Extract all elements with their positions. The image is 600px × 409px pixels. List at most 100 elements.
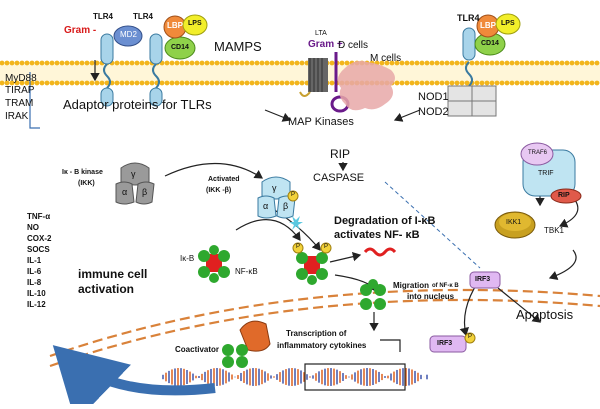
membrane-lipid-head xyxy=(144,80,150,86)
label-migration-2: into nucleus xyxy=(407,292,455,301)
membrane-lipid-head xyxy=(99,80,105,86)
membrane-lipid-head xyxy=(379,60,385,66)
tlr4-receptor-left-b xyxy=(149,33,163,107)
membrane-lipid-head xyxy=(404,80,410,86)
membrane-lipid-head xyxy=(554,60,560,66)
membrane-lipid-head xyxy=(564,80,570,86)
membrane-lipid-head xyxy=(49,80,55,86)
label-nod2: NOD2 xyxy=(418,106,449,118)
lps-molecule xyxy=(182,14,208,36)
membrane-lipid-head xyxy=(274,80,280,86)
membrane-lipid-head xyxy=(594,60,600,66)
membrane-lipid-head xyxy=(179,80,185,86)
label-beta-active: β xyxy=(283,201,289,211)
dna-helix xyxy=(162,368,428,386)
label-map-kinases: MAP Kinases xyxy=(288,116,354,128)
gene-box xyxy=(304,363,406,391)
adaptor-tirap: TIRAP xyxy=(5,85,35,96)
arrow-ikk-activate xyxy=(164,162,263,179)
membrane-lipid-head xyxy=(384,60,390,66)
label-tlr4-left-b: TLR4 xyxy=(133,12,153,21)
label-m-cells: M cells xyxy=(370,53,402,64)
label-transcription-1: Transcription of xyxy=(286,329,347,338)
membrane-lipid-head xyxy=(299,80,305,86)
membrane-lipid-head xyxy=(569,80,575,86)
membrane-lipid-head xyxy=(409,80,415,86)
membrane-lipid-head xyxy=(139,60,145,66)
membrane-lipid-head xyxy=(594,80,600,86)
membrane-lipid-head xyxy=(169,80,175,86)
membrane-lipid-head xyxy=(479,60,485,66)
membrane-lipid-head xyxy=(329,80,335,86)
membrane-lipid-head xyxy=(14,60,20,66)
membrane-lipid-head xyxy=(269,60,275,66)
membrane-lipid-head xyxy=(104,80,110,86)
irf3-phospho-box xyxy=(429,335,467,353)
membrane-lipid-head xyxy=(199,60,205,66)
cytokine-il8: IL-8 xyxy=(27,278,42,287)
membrane-lipid-head xyxy=(94,60,100,66)
membrane-lipid-head xyxy=(279,80,285,86)
membrane-lipid-head xyxy=(259,60,265,66)
label-adaptor-proteins: Adaptor proteins for TLRs xyxy=(63,97,212,112)
arrow-adaptor-to-map xyxy=(264,109,292,122)
membrane-lipid-head xyxy=(224,60,230,66)
arrow-immune-activation xyxy=(52,345,216,409)
membrane-lipid-head xyxy=(74,60,80,66)
membrane-lipid-head xyxy=(399,80,405,86)
membrane-lipid-head xyxy=(139,80,145,86)
membrane-lipid-head xyxy=(534,80,540,86)
arrow-to-apoptosis xyxy=(497,287,541,323)
membrane-lipid-head xyxy=(509,60,515,66)
membrane-lipid-head xyxy=(114,60,120,66)
cytokine-tnf: TNF-α xyxy=(27,212,51,221)
membrane-lipid-head xyxy=(569,60,575,66)
membrane-lipid-head xyxy=(394,60,400,66)
md2-protein xyxy=(113,25,143,47)
membrane-lipid-head xyxy=(484,80,490,86)
membrane-lipid-head xyxy=(254,80,260,86)
membrane-lipid-head xyxy=(264,80,270,86)
membrane-lipid-head xyxy=(524,60,530,66)
label-coactivator: Coactivator xyxy=(175,345,220,354)
membrane-lipid-head xyxy=(64,60,70,66)
cytokine-il6: IL-6 xyxy=(27,267,42,276)
m-cell xyxy=(337,60,395,111)
label-p-left: P xyxy=(296,244,301,250)
label-beta: β xyxy=(142,187,148,197)
membrane-lipid-head xyxy=(24,80,30,86)
label-d-cells: D cells xyxy=(338,40,369,51)
membrane-lipid-head xyxy=(239,60,245,66)
membrane-lipid-head xyxy=(409,60,415,66)
membrane-lipid-head xyxy=(484,60,490,66)
label-ikk1: IKK1 xyxy=(506,219,522,226)
arrow-rip-tbk1 xyxy=(558,199,579,228)
label-alpha-active: α xyxy=(263,201,269,211)
adaptor-bracket xyxy=(29,72,40,129)
membrane-lipid-head xyxy=(509,80,515,86)
label-gamma-active: γ xyxy=(272,183,277,193)
membrane-lipid-head xyxy=(64,80,70,86)
membrane-lipid-head xyxy=(299,60,305,66)
label-p-right: P xyxy=(324,244,329,250)
membrane-lipid-head xyxy=(124,80,130,86)
arrow-tbk1-irf3 xyxy=(548,249,577,280)
ikk1-protein xyxy=(494,211,536,239)
membrane-lipid-head xyxy=(194,60,200,66)
label-lps: LPS xyxy=(188,20,202,27)
membrane-lipid-head xyxy=(519,80,525,86)
membrane-lipid-head xyxy=(44,60,50,66)
membrane-lipid-head xyxy=(229,80,235,86)
membrane-lipid-head xyxy=(424,60,430,66)
label-irf3-p-circle: P xyxy=(468,334,473,340)
arrow-to-degradation xyxy=(329,251,362,263)
membrane-lipid-head xyxy=(54,60,60,66)
membrane-lipid-head xyxy=(479,80,485,86)
membrane-lipid-head xyxy=(79,60,85,66)
label-ikk: (IKK) xyxy=(78,180,95,187)
membrane-lipid-head xyxy=(9,60,15,66)
membrane-lipid-head xyxy=(14,80,20,86)
membrane-lipid-head xyxy=(494,80,500,86)
membrane-lipid-head xyxy=(449,60,455,66)
membrane-lipid-head xyxy=(589,60,595,66)
